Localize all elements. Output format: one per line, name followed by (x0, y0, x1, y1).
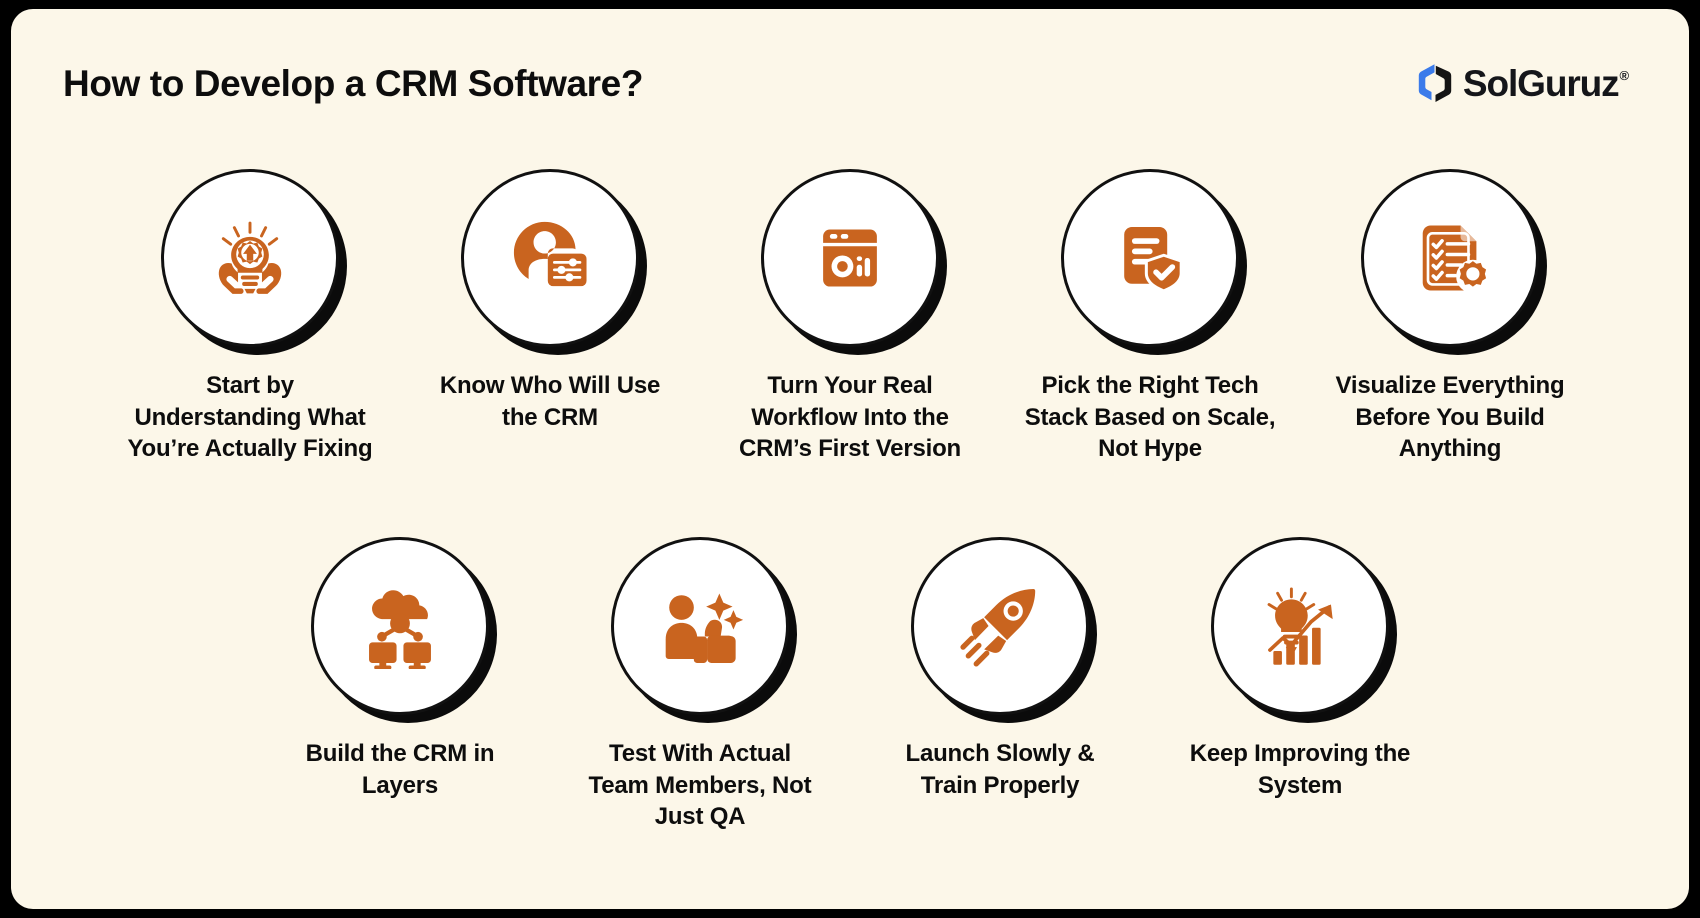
step-6-badge (311, 537, 497, 723)
brand-name: SolGuruz (1462, 62, 1620, 104)
lightbulb-growth-chart-icon (1267, 587, 1333, 665)
step-5-badge (1361, 169, 1547, 355)
circle (311, 537, 489, 715)
infographic-canvas: How to Develop a CRM Software? SolGuruz® (11, 9, 1689, 909)
step-1-label: Start by Understanding What You’re Actua… (127, 372, 373, 463)
step-4-label: Pick the Right Tech Stack Based on Scale… (1024, 372, 1276, 463)
step-7-badge (611, 537, 797, 723)
step-6-label: Build the CRM in Layers (305, 740, 495, 799)
step-8-label: Launch Slowly & Train Properly (905, 740, 1095, 799)
step-3-label: Turn Your Real Workflow Into the CRM’s F… (738, 372, 962, 463)
step-8-badge (911, 537, 1097, 723)
step-7-label: Test With Actual Team Members, Not Just … (588, 740, 812, 831)
steps-row-1: Start by Understanding What You’re Actua… (11, 169, 1689, 465)
step-item-1[interactable]: Start by Understanding What You’re Actua… (100, 169, 400, 465)
step-item-3[interactable]: Turn Your Real Workflow Into the CRM’s F… (700, 169, 1000, 465)
registered-trademark-icon: ® (1619, 67, 1630, 83)
circle (1061, 169, 1239, 347)
header: How to Develop a CRM Software? SolGuruz® (11, 47, 1689, 119)
step-item-7[interactable]: Test With Actual Team Members, Not Just … (550, 537, 850, 833)
step-2-badge (461, 169, 647, 355)
step-2-label: Know Who Will Use the CRM (439, 372, 661, 431)
step-9-label: Keep Improving the System (1189, 740, 1411, 799)
steps-row-2: Build the CRM in Layers (11, 537, 1689, 833)
brand-logo: SolGuruz® (1412, 60, 1637, 106)
circle (911, 537, 1089, 715)
cloud-network-monitors-icon (369, 590, 431, 669)
circle (1211, 537, 1389, 715)
solguruz-logo-mark (1418, 64, 1452, 102)
hands-holding-lightbulb-gear-icon (218, 221, 282, 294)
circle (761, 169, 939, 347)
circle (161, 169, 339, 347)
checklist-gear-icon (1422, 225, 1490, 294)
step-3-badge (761, 169, 947, 355)
step-5-label: Visualize Everything Before You Build An… (1335, 372, 1565, 463)
step-item-9[interactable]: Keep Improving the System (1150, 537, 1450, 833)
circle (1361, 169, 1539, 347)
circle (461, 169, 639, 347)
circle (611, 537, 789, 715)
step-item-6[interactable]: Build the CRM in Layers (250, 537, 550, 833)
step-1-badge (161, 169, 347, 355)
rocket-launch-icon (960, 589, 1036, 667)
step-item-5[interactable]: Visualize Everything Before You Build An… (1300, 169, 1600, 465)
step-item-8[interactable]: Launch Slowly & Train Properly (850, 537, 1150, 833)
document-shield-check-icon (1124, 227, 1183, 293)
step-item-4[interactable]: Pick the Right Tech Stack Based on Scale… (1000, 169, 1300, 465)
brand-wordmark: SolGuruz® (1462, 62, 1630, 104)
step-item-2[interactable]: Know Who Will Use the CRM (400, 169, 700, 465)
user-settings-sliders-icon (513, 221, 587, 287)
page-title: How to Develop a CRM Software? (63, 62, 644, 104)
step-9-badge (1211, 537, 1397, 723)
dashboard-window-charts-icon (823, 229, 877, 287)
user-thumbs-up-sparkle-icon (665, 593, 744, 663)
step-4-badge (1061, 169, 1247, 355)
